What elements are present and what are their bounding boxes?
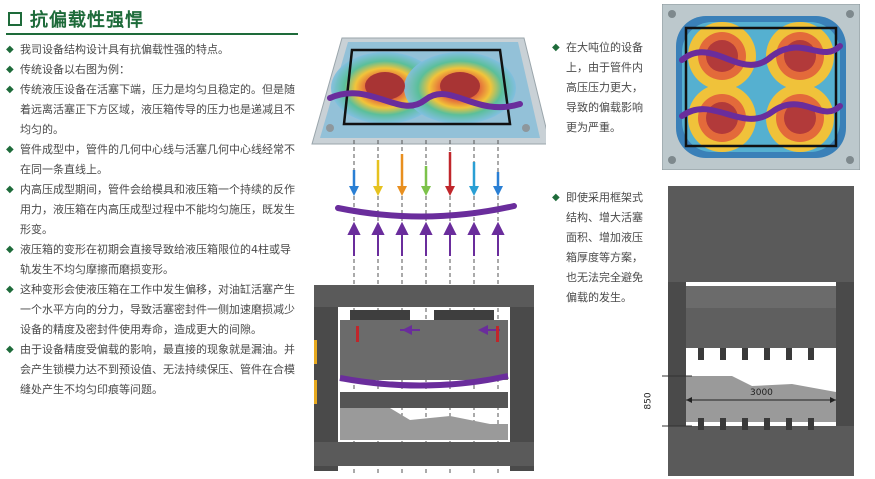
bullet-item: ◆传统设备以右图为例： bbox=[6, 60, 296, 80]
bolt-icon bbox=[522, 124, 530, 132]
diamond-bullet-icon: ◆ bbox=[552, 192, 560, 203]
bullet-item: ◆内高压成型期间，管件会给模具和液压箱一个持续的反作用力，液压箱在内高压成型过程… bbox=[6, 180, 296, 240]
tube-path bbox=[327, 90, 523, 111]
pressure-heatmap-svg bbox=[661, 3, 861, 171]
dimension-width-label: 3000 bbox=[750, 388, 773, 398]
mid-bullet-list-bottom: ◆即使采用框架式结构、增大活塞面积、增加液压箱厚度等方案，也无法完全避免偏载的发… bbox=[552, 188, 652, 308]
deflection-arc bbox=[335, 203, 517, 220]
bullet-item: ◆传统液压设备在活塞下端，压力是均匀且稳定的。但是随着远离活塞正下方区域，液压箱… bbox=[6, 80, 296, 140]
pressure-core-left bbox=[365, 72, 405, 100]
mid-bullet-list-top: ◆在大吨位的设备上，由于管件内高压压力更大，导致的偏载影响更为严重。 bbox=[552, 38, 652, 138]
diamond-bullet-icon: ◆ bbox=[6, 344, 14, 355]
bullet-item: ◆即使采用框架式结构、增大活塞面积、增加液压箱厚度等方案，也无法完全避免偏载的发… bbox=[552, 188, 652, 308]
pressure-arrows bbox=[349, 152, 503, 196]
left-bullet-list: ◆我司设备结构设计具有抗偏载性强的特点。 ◆传统设备以右图为例： ◆传统液压设备… bbox=[6, 40, 296, 400]
diamond-bullet-icon: ◆ bbox=[6, 284, 14, 295]
diamond-bullet-icon: ◆ bbox=[6, 84, 14, 95]
press-frame-svg bbox=[656, 186, 860, 476]
bullet-item: ◆由于设备精度受偏载的影响，最直接的现象就是漏油。并会产生锁模力达不到预设值、无… bbox=[6, 340, 296, 400]
diamond-bullet-icon: ◆ bbox=[6, 144, 14, 155]
diamond-bullet-icon: ◆ bbox=[6, 44, 14, 55]
bullet-item: ◆管件成型中，管件的几何中心线与活塞几何中心线经常不在同一条直线上。 bbox=[6, 140, 296, 180]
reaction-arrows bbox=[347, 221, 505, 256]
bolt-icon bbox=[326, 124, 334, 132]
bullet-item: ◆我司设备结构设计具有抗偏载性强的特点。 bbox=[6, 40, 296, 60]
dimension-height-label: 850 bbox=[643, 392, 654, 410]
center-diagram bbox=[300, 20, 551, 479]
square-bullet-icon bbox=[8, 12, 22, 26]
center-diagram-svg bbox=[311, 37, 551, 475]
bullet-item: ◆在大吨位的设备上，由于管件内高压压力更大，导致的偏载影响更为严重。 bbox=[552, 38, 652, 138]
diamond-bullet-icon: ◆ bbox=[6, 184, 14, 195]
die-outline bbox=[342, 48, 512, 126]
bullet-item: ◆液压箱的变形在初期会直接导致给液压箱限位的4柱或导轨发生不均匀摩擦而磨损变形。 bbox=[6, 240, 296, 280]
pressure-heatmap bbox=[661, 3, 861, 171]
diamond-bullet-icon: ◆ bbox=[6, 244, 14, 255]
section-header: 抗偏载性强悍 bbox=[8, 6, 144, 32]
diamond-bullet-icon: ◆ bbox=[552, 42, 560, 53]
bullet-item: ◆这种变形会使液压箱在工作中发生偏移，对油缸活塞产生一个水平方向的分力，导致活塞… bbox=[6, 280, 296, 340]
header-underline bbox=[6, 33, 298, 35]
diamond-bullet-icon: ◆ bbox=[6, 64, 14, 75]
press-cross-section bbox=[314, 285, 534, 471]
section-title: 抗偏载性强悍 bbox=[30, 10, 144, 31]
press-frame-diagram: 3000 850 bbox=[644, 186, 860, 476]
